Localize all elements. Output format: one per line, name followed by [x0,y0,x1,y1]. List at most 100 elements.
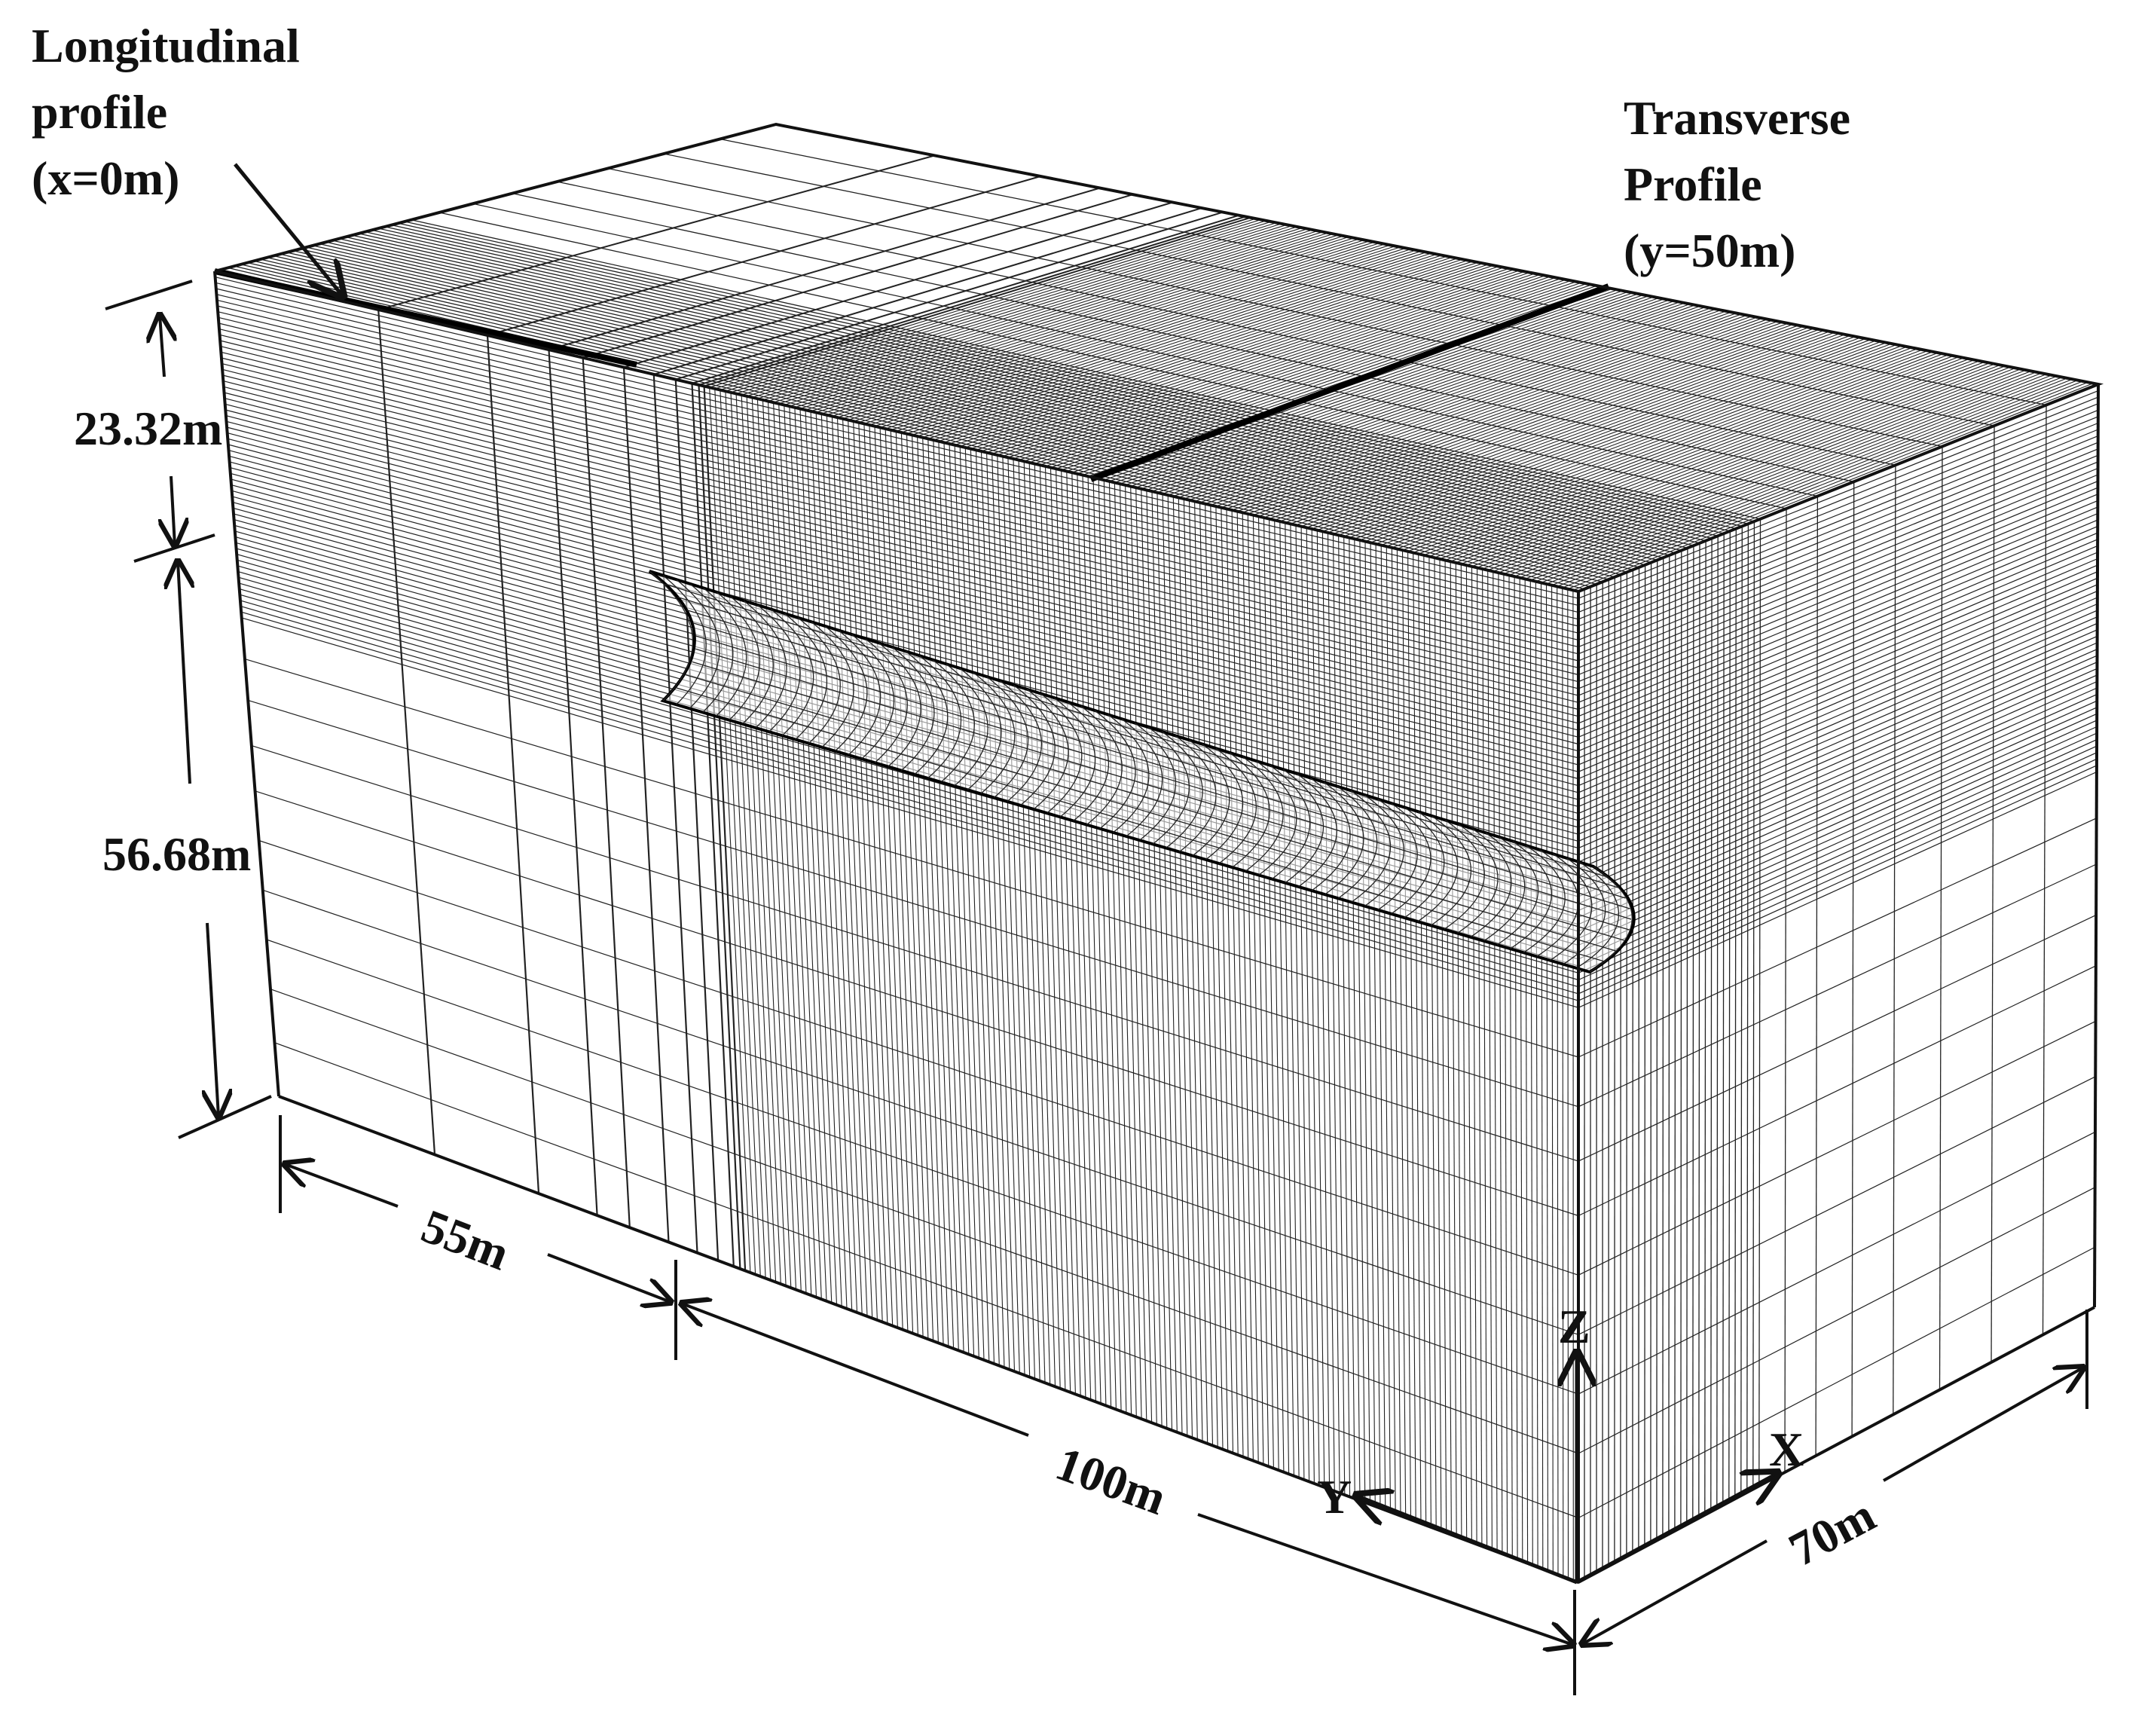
front-vertical-line [1509,575,1512,1557]
front-vertical-line [1131,486,1152,1423]
front-vertical-line [1328,533,1340,1493]
right-vertical-line [1747,524,1749,1493]
front-vertical-line [1525,579,1527,1563]
right-horizontal-line [1578,714,2097,945]
top-long-line [1120,297,1654,484]
front-vertical-line [692,384,734,1267]
front-vertical-line [1514,576,1517,1560]
right-vertical-line [1693,546,1694,1521]
right-horizontal-line [1578,546,2098,765]
front-vertical-line [1499,573,1502,1554]
axis-triad [1356,1352,1778,1582]
right-vertical-line [1657,560,1658,1540]
front-vertical-line [676,380,718,1261]
top-cross-line [378,228,1730,531]
front-vertical-line [1136,487,1157,1425]
right-vertical-line [1681,551,1682,1528]
x-axis-label: X [1769,1423,1804,1476]
right-horizontal-line [1578,656,2098,883]
top-long-line [1163,305,1695,494]
top-long-line [1168,306,1700,495]
right-horizontal-line [1578,864,2096,1107]
front-vertical-line [752,398,791,1288]
top-long-line [1029,280,1566,463]
front-vertical-line [654,374,698,1253]
front-vertical-line [757,399,796,1290]
right-vertical-line [1735,529,1737,1499]
right-vertical-line [1729,531,1731,1502]
front-vertical-line [726,391,765,1278]
front-vertical-line [1317,530,1329,1490]
right-vertical-line [1753,521,1755,1490]
front-vertical-line [1301,527,1314,1484]
top-long-line [1190,310,1722,500]
front-vertical-line [1296,525,1309,1482]
longitudinal-label-line-3: (x=0m) [32,151,179,205]
front-vertical-line [1072,472,1096,1401]
right-horizontal-line [1578,533,2098,751]
front-vertical-line [1355,539,1365,1502]
front-vertical-line [1530,580,1532,1565]
front-vertical-line [1557,586,1558,1574]
front-vertical-line [1535,582,1538,1567]
front-vertical-line [1472,567,1477,1545]
top-long-line [1098,293,1633,479]
front-vertical-line [1056,469,1081,1396]
top-long-line [692,215,1239,384]
longitudinal-label-line-2: profile [32,85,167,139]
front-vertical-line [1040,465,1065,1390]
transverse-label-line-3: (y=50m) [1624,224,1795,277]
right-vertical-line [1669,555,1670,1534]
right-horizontal-line [1578,746,2097,980]
right-vertical-line [1893,465,1896,1414]
front-vertical-line [1147,490,1167,1428]
front-vertical-line [1163,494,1182,1434]
right-vertical-line [1663,558,1664,1537]
front-vertical-line [1547,584,1548,1571]
right-horizontal-line [1578,462,2098,675]
front-vertical-line [1046,466,1071,1392]
right-horizontal-line [1578,1132,2095,1394]
front-vertical-line [1445,561,1451,1536]
longitudinal-label: Longitudinal profile (x=0m) [32,19,300,205]
front-vertical-line [768,402,807,1294]
front-vertical-line [1403,550,1411,1520]
front-vertical-line [1339,535,1350,1496]
right-vertical-line [1699,543,1700,1518]
right-vertical-line [1759,519,1761,1487]
front-horizontal-line [221,352,1578,689]
top-long-line [1051,284,1587,468]
right-horizontal-line [1578,1187,2095,1453]
front-vertical-line [1067,472,1091,1400]
front-vertical-line [1520,578,1523,1562]
mesh-faces [215,124,2098,1582]
front-vertical-line [1334,534,1345,1495]
front-vertical-line [1440,559,1447,1533]
front-vertical-line [1306,527,1319,1485]
front-vertical-line [731,393,771,1280]
front-horizontal-line [222,358,1578,695]
right-horizontal-line [1578,539,2098,758]
front-vertical-line [715,389,756,1275]
right-horizontal-line [1578,552,2098,772]
right-horizontal-line [1578,449,2098,661]
right-vertical-line [1723,533,1724,1505]
right-horizontal-line [1578,572,2098,793]
top-long-line [1136,300,1670,487]
right-vertical-line [2043,405,2047,1335]
front-vertical-line [1552,585,1554,1573]
right-horizontal-line [1578,643,2098,869]
front-vertical-line [763,400,802,1291]
front-vertical-line [1173,497,1192,1438]
front-vertical-line [1392,548,1401,1516]
y-axis-label: Y [1317,1470,1352,1524]
top-long-line [1067,287,1603,472]
front-vertical-line [795,408,832,1304]
right-horizontal-line [1578,585,2098,807]
front-vertical-line [1504,574,1508,1556]
front-vertical-line [1168,495,1187,1436]
front-vertical-line [1568,589,1569,1579]
right-horizontal-line [1578,565,2098,786]
front-vertical-line [1152,491,1172,1430]
